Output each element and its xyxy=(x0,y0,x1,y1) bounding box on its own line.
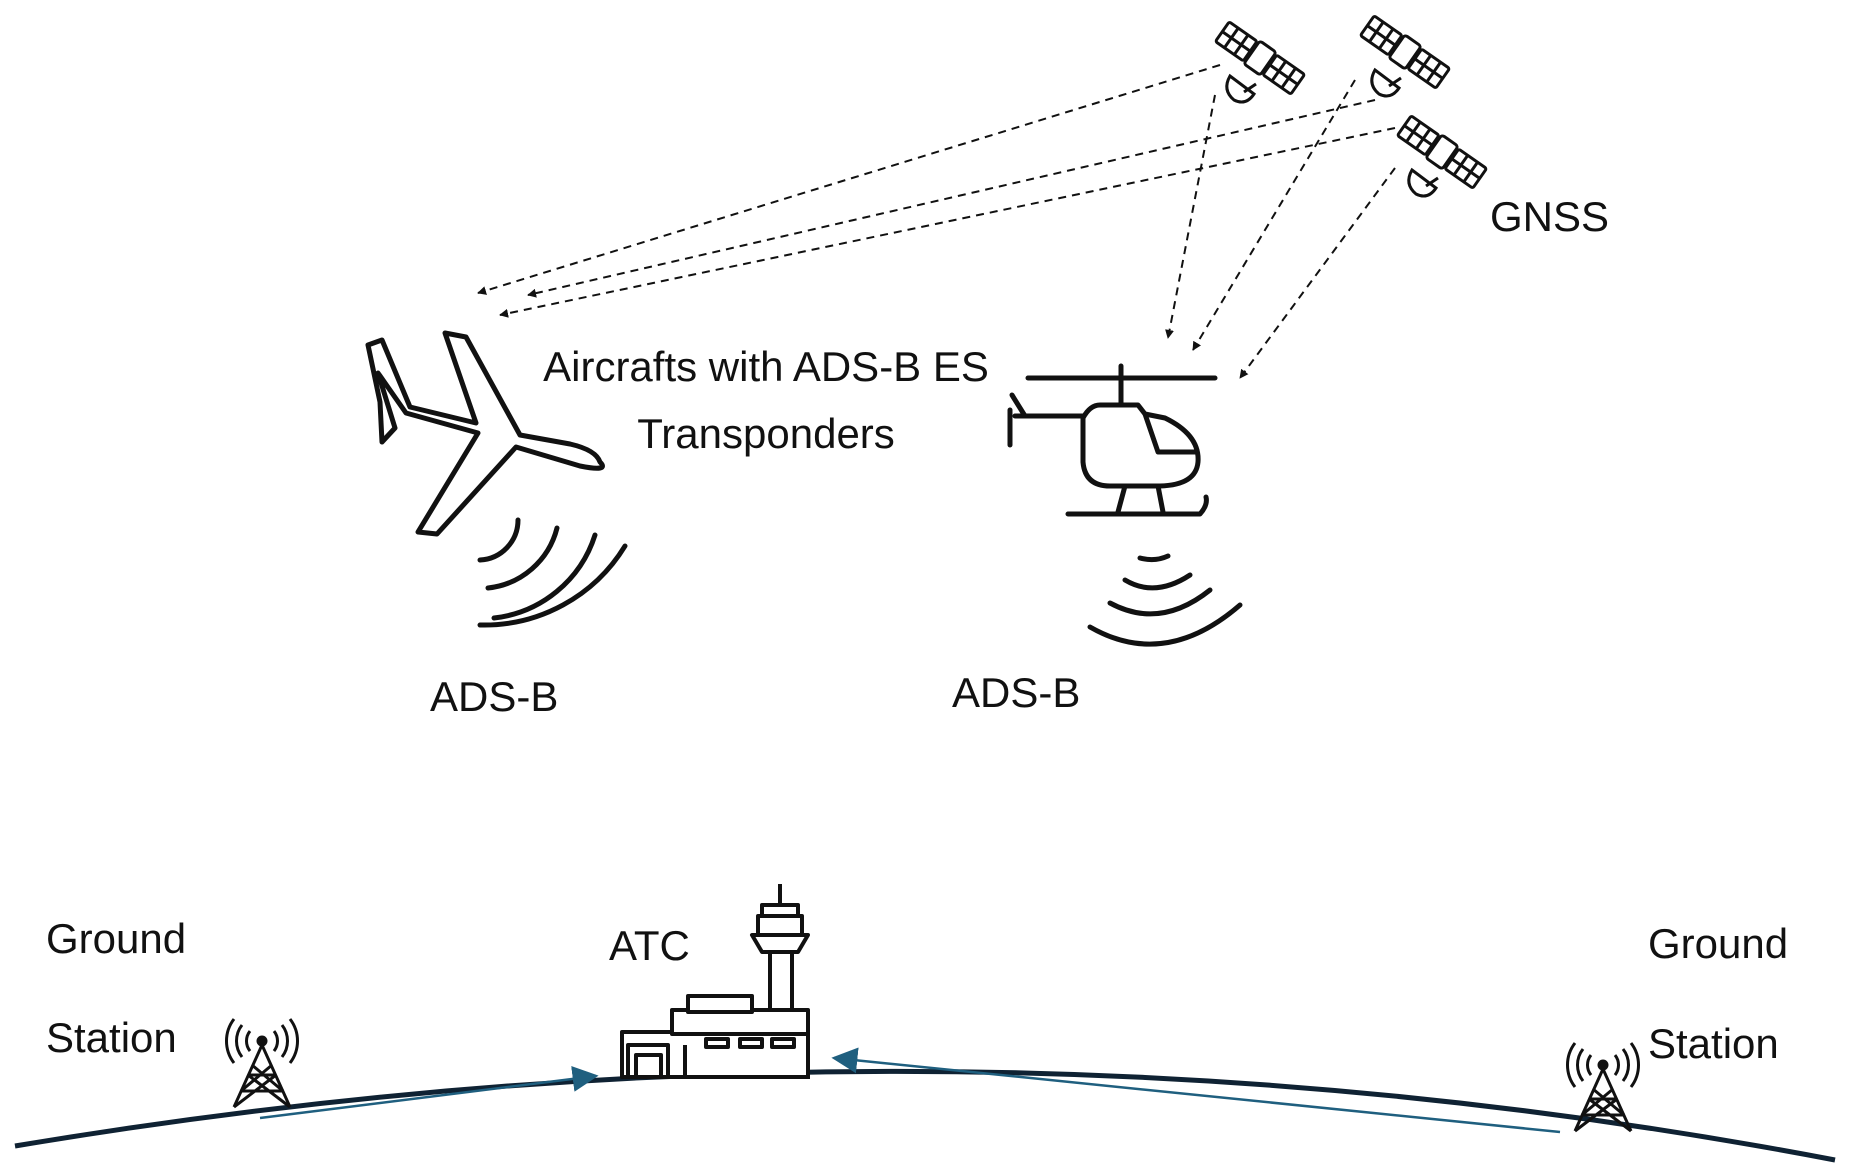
atc-label: ATC xyxy=(609,922,690,969)
adsb-label-airplane: ADS-B xyxy=(430,673,559,720)
earth-horizon xyxy=(14,1068,1836,1163)
uplink-arrows xyxy=(259,1047,1561,1134)
ground-station-left-line2: Station xyxy=(46,1014,177,1061)
atc-tower-icon xyxy=(620,884,810,1079)
adsb-waves-airplane xyxy=(477,517,628,628)
ground-station-left-line1: Ground xyxy=(46,915,187,962)
satellite-icon-2 xyxy=(1357,12,1453,98)
adsb-label-helicopter: ADS-B xyxy=(952,669,1081,716)
aircraft-label-line1: Aircrafts with ADS-B ES xyxy=(543,343,989,390)
gnss-signals xyxy=(477,64,1396,379)
helicopter-icon xyxy=(1007,363,1218,517)
aircraft-label-line2: Transponders xyxy=(637,410,895,457)
adsb-waves-helicopter xyxy=(1087,553,1243,647)
satellite-icon-1 xyxy=(1212,18,1308,104)
ground-station-right-line2: Station xyxy=(1648,1020,1779,1067)
radio-tower-icon-left xyxy=(224,1017,300,1109)
airplane-icon xyxy=(365,330,605,537)
ground-station-right-line1: Ground xyxy=(1648,920,1789,967)
satellite-icon-3 xyxy=(1394,112,1490,198)
gnss-label: GNSS xyxy=(1490,193,1610,240)
